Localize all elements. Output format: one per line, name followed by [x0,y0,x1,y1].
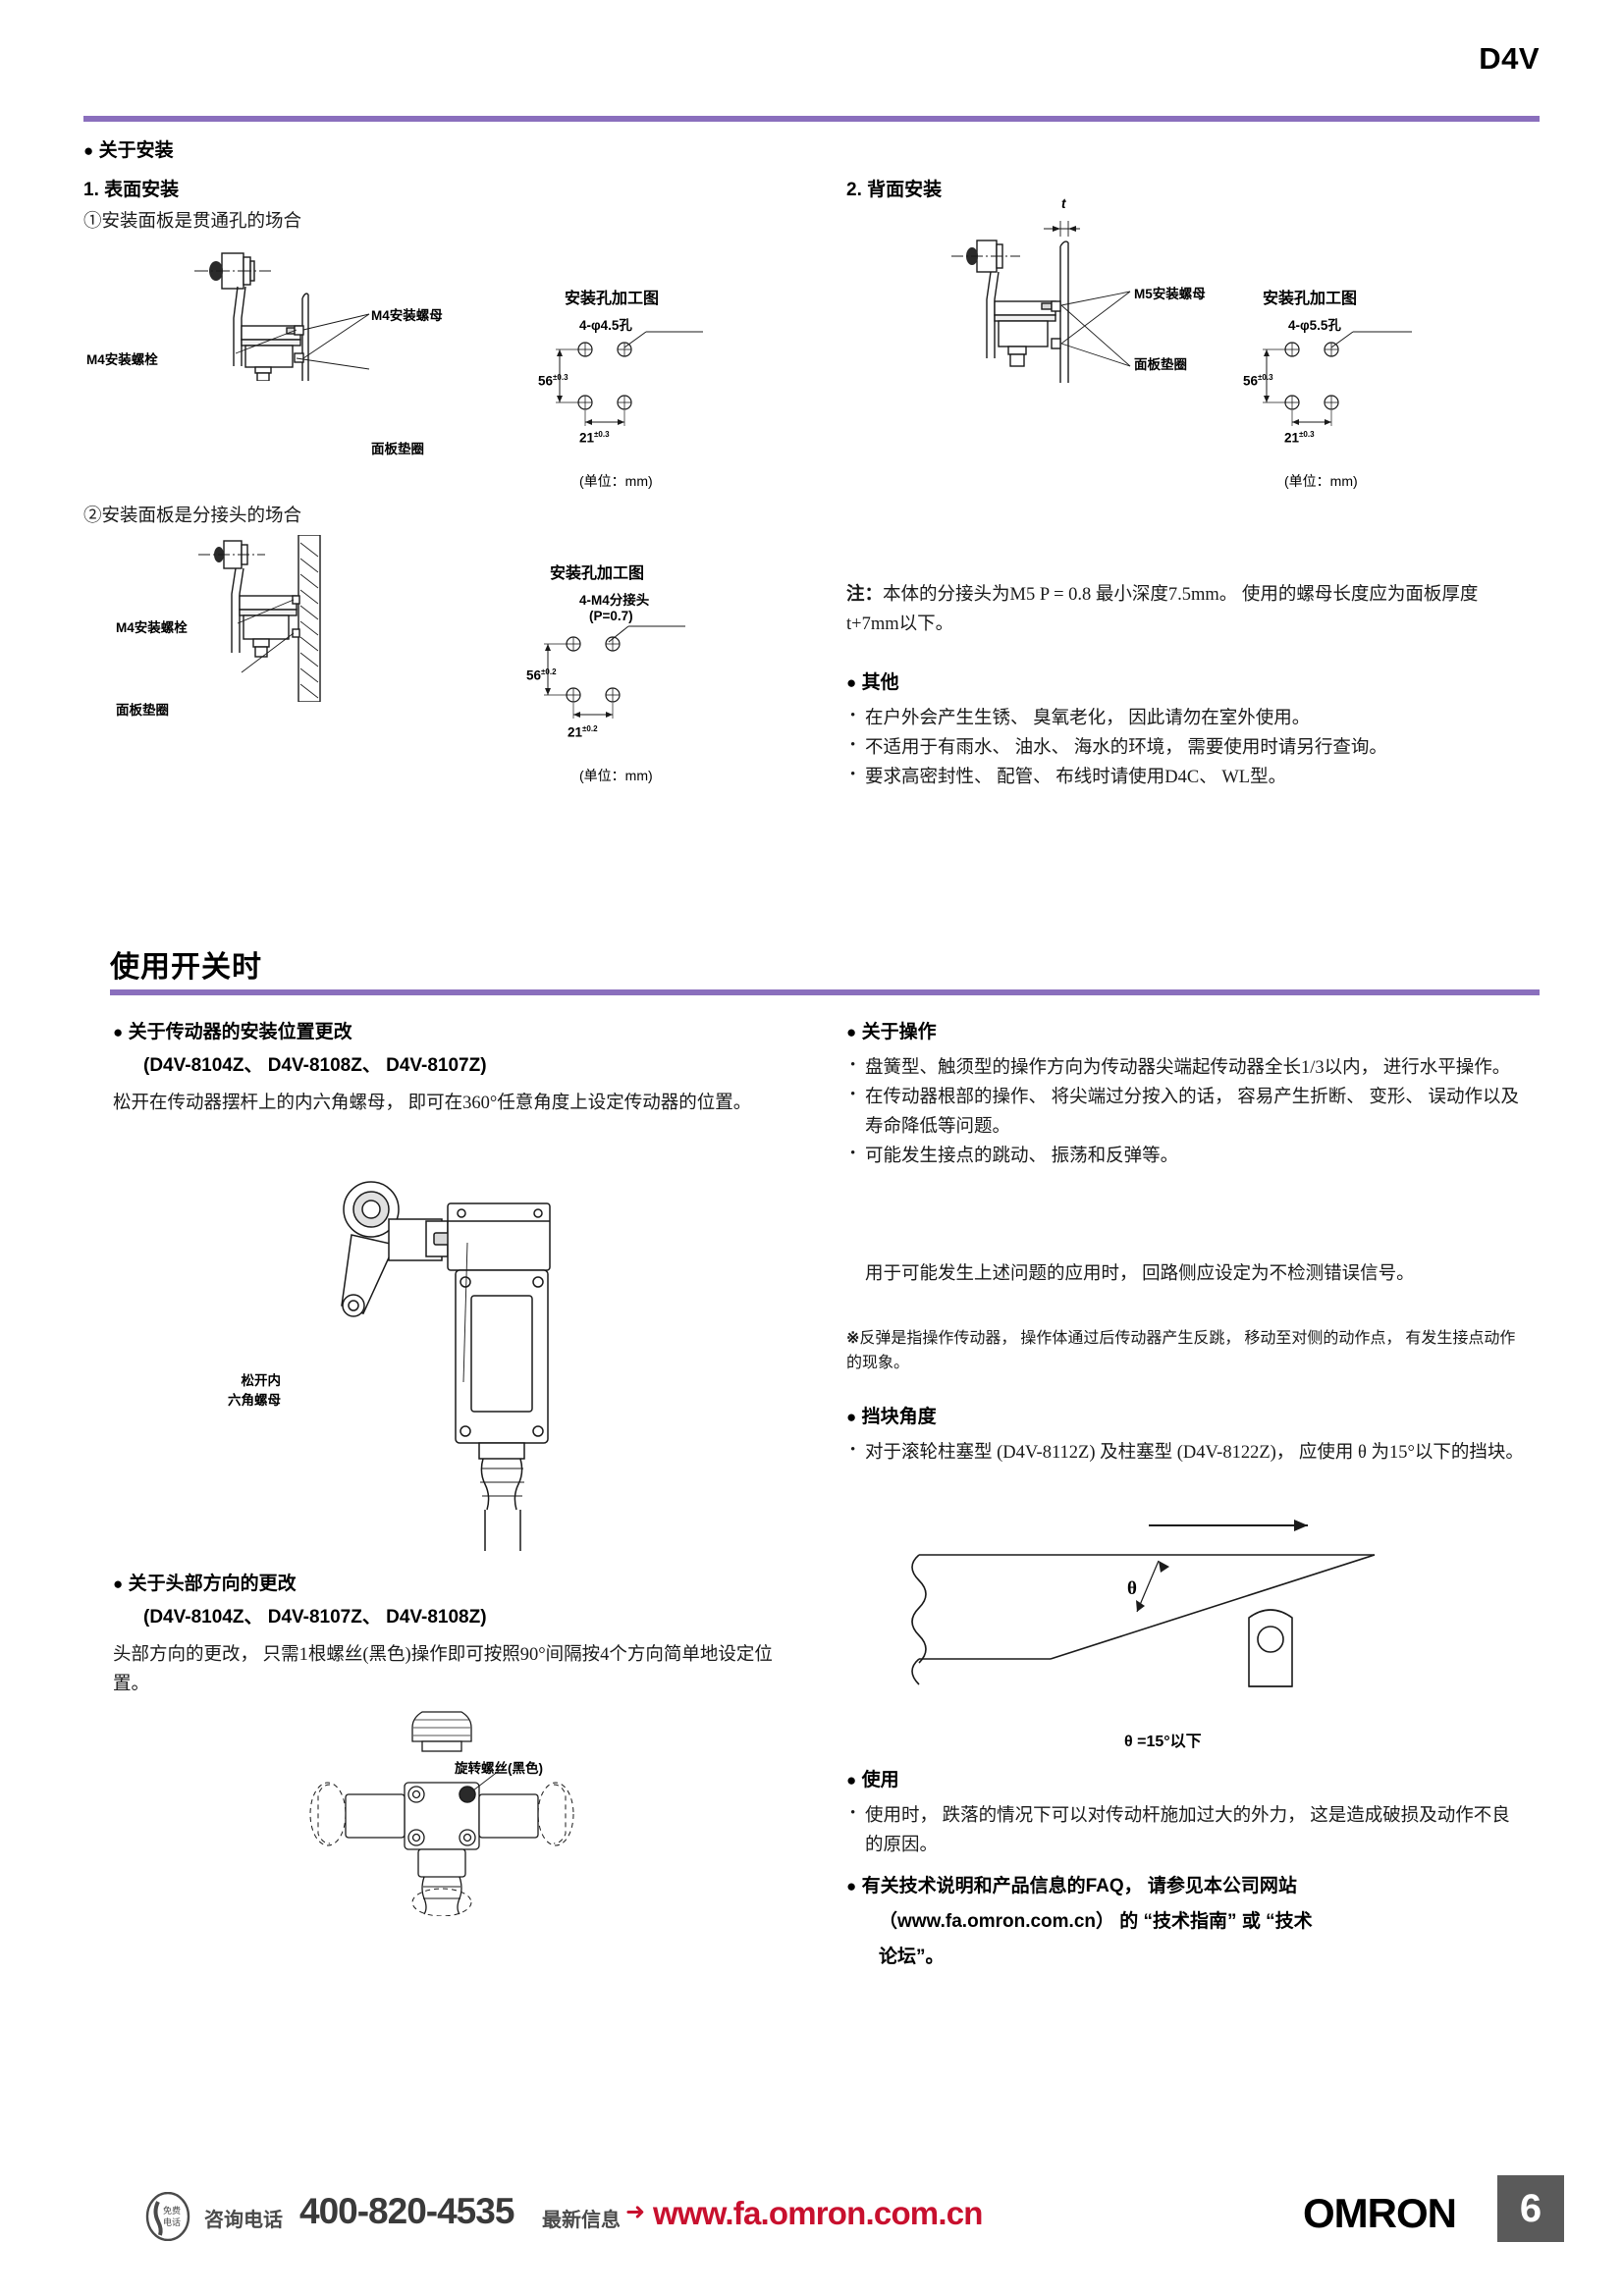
hole-dim-horizontal-1: 21±0.3 [579,430,610,446]
unit-label-2: (单位：mm) [579,768,653,783]
head-direction-heading: ● 关于头部方向的更改 [113,1574,297,1594]
hole-pattern-figure-1 [556,331,703,426]
faq-heading-line2: （www.fa.omron.com.cn） 的 “技术指南” 或 “技术 [879,1911,1313,1932]
list-item: 使用时， 跌落的情况下可以对传动杆施加过大的外力， 这是造成破损及动作不良的原因… [848,1801,1528,1861]
hole-pitch-label-2: (P=0.7) [589,609,633,623]
m4-mounting-nut-label: M4安装螺母 [371,308,443,323]
m4-mounting-bolt-label-2: M4安装螺栓 [116,620,188,635]
hole-dim-vertical-3: 56±0.3 [1243,373,1273,389]
bullet-dot-icon-other: ● [846,673,857,692]
rear-mount-figure [951,221,1131,383]
mounting-case2-label: ②安装面板是分接头的场合 [83,507,302,526]
free-call-icon: 免费 电话 [145,2192,190,2241]
faq-heading: ● 有关技术说明和产品信息的FAQ， 请参见本公司网站 [846,1876,1297,1896]
hole-dim-horizontal-2: 21±0.2 [568,724,598,740]
theta-symbol-label: θ [1127,1578,1137,1599]
mounting-case1-label: ①安装面板是贯通孔的场合 [83,212,302,232]
hole-pattern-figure-2 [544,625,685,719]
actuator-position-heading: ● 关于传动器的安装位置更改 [113,1022,352,1042]
list-item: 对于滚轮柱塞型 (D4V-8112Z) 及柱塞型 (D4V-8122Z)， 应使… [848,1438,1528,1468]
omron-logo: OMRON [1303,2190,1457,2236]
stopper-angle-heading: ● 挡块角度 [846,1407,937,1427]
note-label: 注： [846,585,884,605]
bullet-dot-icon-head: ● [113,1575,124,1593]
mounting-sub1-heading: 1. 表面安装 [83,180,180,200]
latest-info-label: 最新信息 [542,2210,621,2231]
surface-mount-through-hole-figure [194,252,370,381]
actuator-position-body: 松开在传动器摆杆上的内六角螺母， 即可在360°任意角度上设定传动器的位置。 [113,1094,752,1113]
hex-nut-callout: 松开内 六角螺母 [228,1373,281,1408]
list-item: 不适用于有雨水、 油水、 海水的环境， 需要使用时请另行查询。 [848,733,1526,764]
hole-spec-label-1: 4-φ4.5孔 [579,318,632,333]
hole-spec-label-3: 4-φ5.5孔 [1288,318,1341,333]
operation-sub-item: 用于可能发生上述问题的应用时， 回路侧应设定为不检测错误信号。 [865,1264,1415,1284]
panel-thickness-label: t [1061,196,1066,211]
hole-drilling-figure-title-3: 安装孔加工图 [1263,291,1358,307]
rotation-screw-callout: 旋转螺丝(黑色) [455,1761,543,1776]
using-section-divider-rule [110,989,1540,995]
page-footer: 免费 电话 咨询电话 400-820-4535 最新信息 ➜ www.fa.om… [0,2149,1623,2296]
m4-mounting-bolt-label: M4安装螺栓 [86,352,158,367]
bullet-dot-icon-usage: ● [846,1771,857,1789]
head-direction-body: 头部方向的更改， 只需1根螺丝(黑色)操作即可按照90°间隔按4个方向简单地设定… [113,1645,773,1694]
usage-list: 使用时， 跌落的情况下可以对传动杆施加过大的外力， 这是造成破损及动作不良的原因… [848,1801,1528,1861]
panel-gasket-label-2: 面板垫圈 [116,703,169,718]
actuator-lever-figure [341,1181,551,1551]
bullet-dot-icon-actuator: ● [113,1023,124,1041]
hole-spec-label-2: 4-M4分接头 [579,593,650,608]
arrow-icon: ➜ [625,2199,646,2225]
list-item: 盘簧型、触须型的操作方向为传动器尖端起传动器全长1/3以内， 进行水平操作。 [848,1053,1528,1084]
hole-drilling-figure-title-2: 安装孔加工图 [550,565,645,582]
list-item: 可能发生接点的跳动、 振荡和反弹等。 [848,1142,1528,1172]
mounting-sub2-heading: 2. 背面安装 [846,180,943,200]
panel-gasket-label-3: 面板垫圈 [1134,357,1187,372]
page-number-badge: 6 [1497,2175,1564,2242]
phone-number: 400-820-4535 [299,2191,514,2231]
stopper-angle-list: 对于滚轮柱塞型 (D4V-8112Z) 及柱塞型 (D4V-8122Z)， 应使… [848,1438,1528,1468]
m5-mounting-nut-label: M5安装螺母 [1134,287,1206,301]
note-body: 反弹是指操作传动器， 操作体通过后传动器产生反跳， 移动至对侧的动作点， 有发生… [846,1330,1516,1371]
hole-dim-horizontal-3: 21±0.3 [1284,430,1315,446]
svg-text:免费: 免费 [163,2205,181,2216]
theta-angle-caption: θ =15°以下 [1124,1734,1202,1750]
hole-pattern-figure-3 [1263,331,1412,426]
operation-heading: ● 关于操作 [846,1022,937,1042]
rebound-note: ※反弹是指操作传动器， 操作体通过后传动器产生反跳， 移动至对侧的动作点， 有发… [846,1327,1524,1376]
faq-heading-line3: 论坛”。 [879,1947,945,1967]
stopper-angle-figure [911,1520,1376,1687]
website-url[interactable]: www.fa.omron.com.cn [653,2195,983,2231]
actuator-position-models: (D4V-8104Z、 D4V-8108Z、 D4V-8107Z) [143,1055,487,1076]
head-rotation-figure [309,1711,574,1916]
bullet-dot-icon-stopper: ● [846,1408,857,1426]
bullet-dot-icon-operation: ● [846,1023,857,1041]
using-section-title: 使用开关时 [110,951,262,984]
note-mark: ※ [846,1330,860,1347]
hole-dim-vertical-2: 56±0.2 [526,667,557,683]
svg-text:电话: 电话 [163,2216,181,2227]
surface-mount-tapped-hole-figure [198,535,321,702]
unit-label-3: (单位：mm) [1284,473,1358,489]
hole-dim-vertical-1: 56±0.3 [538,373,568,389]
unit-label-1: (单位：mm) [579,473,653,489]
hole-drilling-figure-title-1: 安装孔加工图 [565,291,660,307]
page-header-title: D4V [1479,41,1540,76]
other-heading: ● 其他 [846,672,899,693]
rear-mount-note: 注：本体的分接头为M5 P = 0.8 最小深度7.5mm。 使用的螺母长度应为… [846,581,1524,640]
other-list: 在户外会产生生锈、 臭氧老化， 因此请勿在室外使用。 不适用于有雨水、 油水、 … [848,704,1526,793]
consult-label: 咨询电话 [204,2210,283,2231]
list-item: 在户外会产生生锈、 臭氧老化， 因此请勿在室外使用。 [848,704,1526,734]
panel-gasket-label-1: 面板垫圈 [371,442,424,456]
mounting-section-heading: ● 关于安装 [83,140,174,161]
operation-list: 盘簧型、触须型的操作方向为传动器尖端起传动器全长1/3以内， 进行水平操作。 在… [848,1053,1528,1172]
list-item: 要求高密封性、 配管、 布线时请使用D4C、 WL型。 [848,763,1526,793]
head-direction-models: (D4V-8104Z、 D4V-8107Z、 D4V-8108Z) [143,1607,487,1628]
list-item: 在传动器根部的操作、 将尖端过分按入的话， 容易产生折断、 变形、 误动作以及寿… [848,1083,1528,1143]
header-divider-rule [83,116,1540,122]
bullet-dot-icon-faq: ● [846,1877,857,1896]
note-text: 本体的分接头为M5 P = 0.8 最小深度7.5mm。 使用的螺母长度应为面板… [846,585,1479,634]
bullet-dot-icon: ● [83,141,94,160]
usage-heading: ● 使用 [846,1770,899,1790]
